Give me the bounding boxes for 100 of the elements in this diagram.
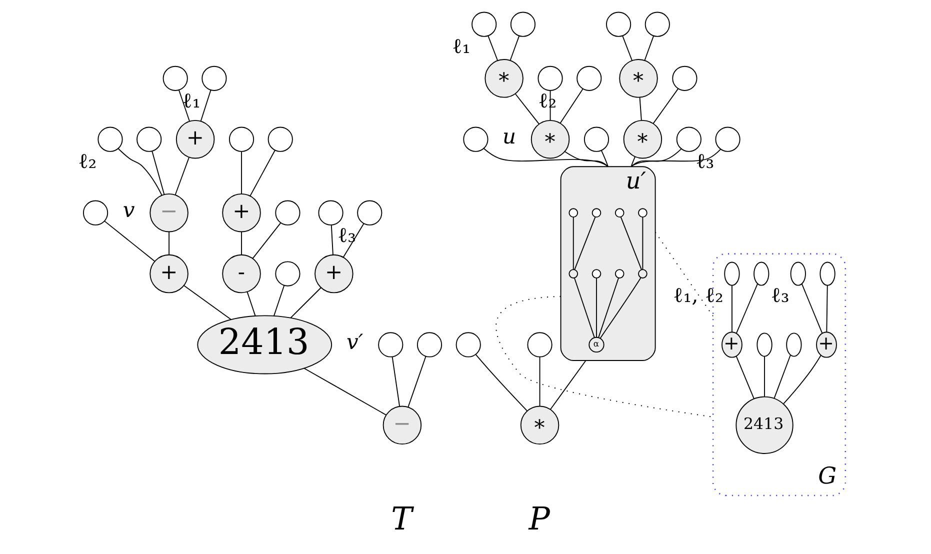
node-label: ℓ₃ (770, 283, 789, 308)
node-circle (576, 66, 602, 91)
node-label: u (502, 124, 516, 149)
node-circle: α (588, 336, 604, 353)
connector (509, 35, 520, 61)
node-circle (672, 66, 697, 91)
connector (652, 88, 678, 124)
connector (572, 216, 574, 270)
node-circle (568, 208, 578, 218)
connector (600, 150, 608, 168)
node-circle (356, 200, 382, 226)
connector (630, 148, 682, 168)
node-circle (462, 126, 488, 152)
connector (104, 220, 154, 262)
node-circle (201, 66, 226, 91)
node-circle: + (149, 254, 188, 294)
node-circle (274, 200, 300, 226)
node-circle: ∗ (520, 406, 559, 445)
node-label: v′ (346, 330, 363, 354)
node-circle: - (222, 254, 260, 294)
connector (800, 284, 822, 334)
node-ellipse (756, 332, 772, 357)
connector (638, 96, 642, 121)
connector (240, 231, 242, 256)
connector (549, 360, 586, 410)
node-circle: 2413 (735, 396, 793, 454)
node-circle: − (382, 406, 422, 445)
node-circle (583, 126, 609, 152)
node-circle (97, 126, 122, 152)
connector (642, 216, 643, 270)
node-circle (714, 126, 740, 152)
node-circle (510, 12, 536, 37)
connector (487, 36, 498, 62)
node-ellipse: + (721, 332, 742, 358)
node-circle: ∗ (622, 120, 662, 159)
connector (622, 36, 632, 62)
connector (330, 224, 333, 256)
node-circle (591, 269, 601, 278)
node-ellipse (753, 262, 769, 286)
connector (620, 216, 642, 270)
connector (178, 90, 190, 122)
node-circle (644, 12, 670, 37)
connector (303, 368, 386, 416)
connector (538, 356, 540, 406)
connector (391, 356, 400, 407)
connector (574, 216, 596, 270)
connector (495, 296, 714, 418)
connector (407, 356, 426, 408)
node-circle (614, 269, 624, 278)
node-circle (228, 126, 254, 152)
node-circle (471, 12, 496, 37)
node-circle (136, 126, 162, 152)
node-label: ℓ₁, ℓ₂ (672, 283, 723, 308)
connector (559, 88, 583, 124)
node-label: ℓ₁ (452, 34, 470, 58)
node-circle: ∗ (618, 59, 658, 98)
node-circle (638, 269, 647, 278)
node-circle (568, 269, 578, 278)
node-circle (676, 126, 701, 152)
connector (735, 284, 758, 334)
node-ellipse (786, 332, 802, 357)
node-circle (267, 126, 292, 152)
label: T (390, 502, 412, 538)
connector (731, 284, 732, 332)
node-ellipse (819, 262, 835, 286)
connector (573, 277, 594, 338)
node-label: ℓ₂ (78, 149, 96, 174)
node-circle (162, 66, 188, 91)
node-circle: + (175, 120, 214, 159)
node-circle (455, 332, 480, 358)
connector (182, 285, 232, 320)
node-ellipse: 2413 (196, 315, 332, 374)
connector (735, 356, 754, 399)
node-label: v (122, 198, 134, 222)
node-ellipse: + (816, 332, 836, 358)
node-circle (638, 208, 647, 218)
connector (514, 94, 540, 125)
connector (246, 291, 256, 316)
node-circle (526, 332, 552, 358)
connector (630, 156, 635, 168)
connector (174, 157, 189, 196)
node-circle (614, 208, 624, 218)
node-circle: + (222, 193, 260, 232)
connector (273, 285, 284, 316)
node-circle (82, 200, 108, 226)
connector (290, 287, 321, 318)
connector (782, 354, 821, 404)
node-circle (378, 332, 403, 358)
node-circle (606, 12, 631, 37)
connector (252, 222, 280, 259)
node-circle: ∗ (530, 120, 570, 159)
connector (117, 148, 162, 196)
node-circle (318, 200, 343, 226)
connector (564, 151, 608, 168)
connector (773, 354, 790, 399)
connector (249, 150, 275, 196)
node-circle (274, 261, 300, 286)
node-label: ℓ₁ (182, 88, 200, 112)
connector (240, 151, 242, 194)
node-label: ℓ₃ (337, 222, 356, 247)
